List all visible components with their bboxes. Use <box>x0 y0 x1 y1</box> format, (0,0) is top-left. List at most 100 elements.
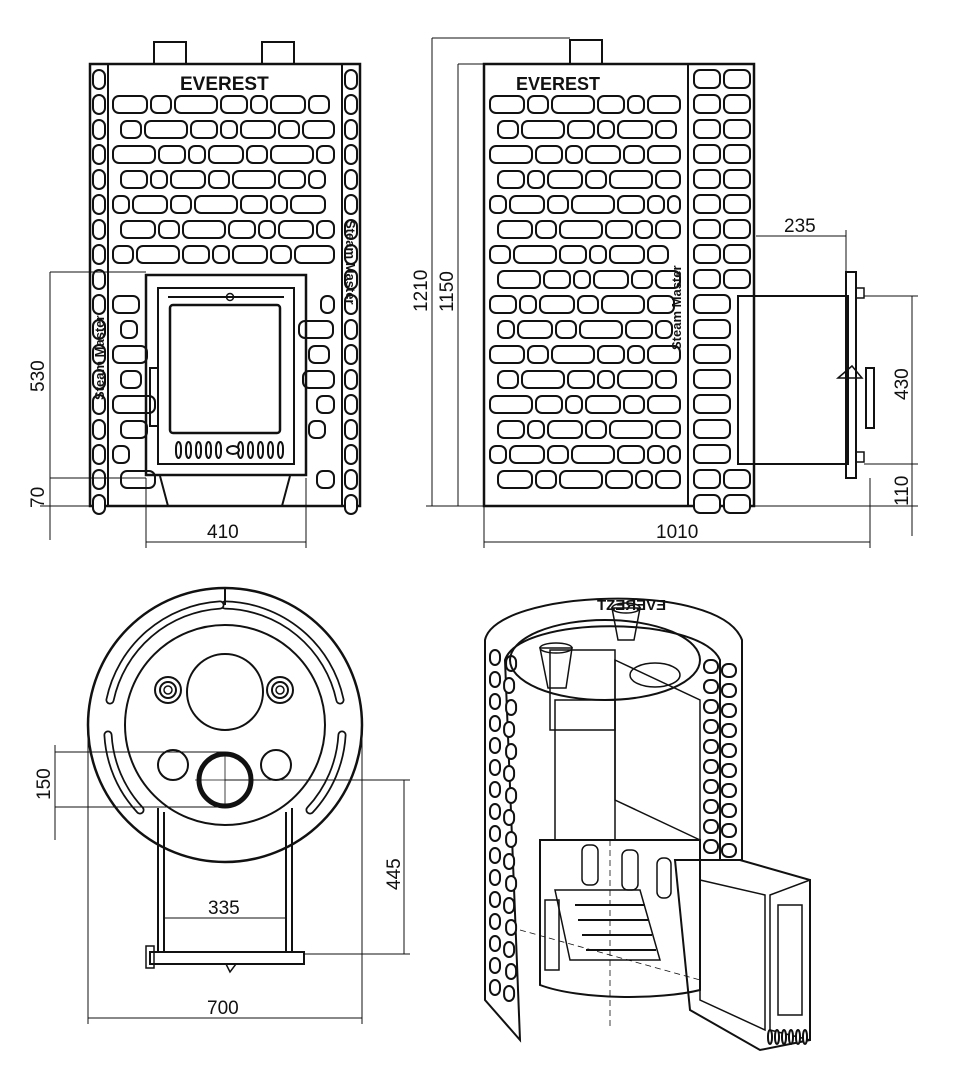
brick-slot <box>693 244 721 264</box>
brick-slot <box>92 269 106 290</box>
brick-slot <box>693 294 731 314</box>
door-vent-slot <box>267 441 274 459</box>
door-vent-slot <box>215 441 222 459</box>
shell-slot <box>703 839 719 854</box>
brick-slot <box>316 395 335 414</box>
top-base-plate <box>149 951 305 965</box>
brick-slot <box>232 170 276 189</box>
door-vent-slot <box>175 441 182 459</box>
brick-slot <box>92 394 106 415</box>
brick-slot <box>559 245 587 264</box>
shell-slot <box>503 677 516 694</box>
shell-slot <box>489 869 501 886</box>
brick-slot <box>344 119 358 140</box>
brick-slot <box>344 69 358 90</box>
brick-slot <box>120 470 156 489</box>
brick-slot <box>344 169 358 190</box>
brick-slot <box>250 95 268 114</box>
brick-slot <box>693 444 731 464</box>
shell-slot <box>489 671 501 688</box>
brick-slot <box>655 170 681 189</box>
brick-slot <box>647 395 681 414</box>
brick-slot <box>723 269 751 289</box>
brick-slot <box>497 470 533 489</box>
brick-slot <box>667 445 681 464</box>
brick-slot <box>246 145 268 164</box>
shell-slot <box>505 831 518 848</box>
brick-slot <box>547 420 583 439</box>
brick-slot <box>190 120 218 139</box>
brick-slot <box>92 94 106 115</box>
brick-slot <box>258 220 276 239</box>
brick-slot <box>565 145 583 164</box>
brick-slot <box>723 169 751 189</box>
brick-slot <box>232 245 268 264</box>
top-outer-ring <box>86 586 364 864</box>
brick-slot <box>150 170 168 189</box>
brick-slot <box>308 420 326 439</box>
brick-slot <box>527 170 545 189</box>
brick-slot <box>344 294 358 315</box>
shell-slot <box>721 783 737 798</box>
brick-slot <box>723 194 751 214</box>
brick-slot <box>693 194 721 214</box>
brick-slot <box>112 145 156 164</box>
brick-slot <box>497 220 533 239</box>
brick-slot <box>344 419 358 440</box>
brick-slot <box>605 220 633 239</box>
brick-slot <box>579 320 623 339</box>
brick-slot <box>240 120 276 139</box>
brick-slot <box>655 320 673 339</box>
tunnel-vent-slot <box>795 1029 801 1045</box>
brick-slot <box>723 469 751 489</box>
brick-slot <box>723 494 751 514</box>
brick-slot <box>489 445 507 464</box>
shell-slot <box>721 823 737 838</box>
door-vent-slot <box>205 441 212 459</box>
tunnel-vent-slot <box>781 1029 787 1045</box>
shell-slot <box>489 913 501 930</box>
top-dim-150: 150 <box>34 768 55 800</box>
brick-slot <box>589 245 607 264</box>
brick-slot <box>647 295 675 314</box>
brick-slot <box>543 270 571 289</box>
shell-slot <box>721 743 737 758</box>
shell-slot <box>703 779 719 794</box>
brick-slot <box>693 144 721 164</box>
shell-slot <box>721 683 737 698</box>
brick-slot <box>559 220 603 239</box>
side-maker-label: Steam Master <box>669 265 684 350</box>
front-door-handle <box>149 367 159 427</box>
top-inner-disc <box>124 624 326 826</box>
shell-slot <box>489 935 501 952</box>
brick-slot <box>170 170 206 189</box>
shell-slot <box>703 759 719 774</box>
brick-slot <box>112 295 140 314</box>
brick-slot <box>302 370 335 389</box>
brick-slot <box>270 245 292 264</box>
brick-slot <box>555 320 577 339</box>
brick-slot <box>567 120 595 139</box>
brick-slot <box>344 369 358 390</box>
tunnel-vent-slot <box>767 1029 773 1045</box>
brick-slot <box>344 469 358 490</box>
top-dim-335: 335 <box>208 898 240 919</box>
brick-slot <box>723 94 751 114</box>
shell-slot <box>703 659 719 674</box>
shell-slot <box>721 843 737 858</box>
front-door-frame <box>144 273 308 477</box>
brick-slot <box>535 145 563 164</box>
brick-slot <box>617 195 645 214</box>
brick-slot <box>693 394 731 414</box>
side-brand-label: EVEREST <box>516 74 600 94</box>
brick-slot <box>693 69 721 89</box>
brick-slot <box>497 420 525 439</box>
brick-slot <box>302 120 335 139</box>
brick-slot <box>723 244 751 264</box>
brick-slot <box>585 420 607 439</box>
shell-slot <box>503 721 516 738</box>
brick-slot <box>593 270 629 289</box>
brick-slot <box>208 145 244 164</box>
brick-slot <box>497 170 525 189</box>
brick-slot <box>278 220 314 239</box>
